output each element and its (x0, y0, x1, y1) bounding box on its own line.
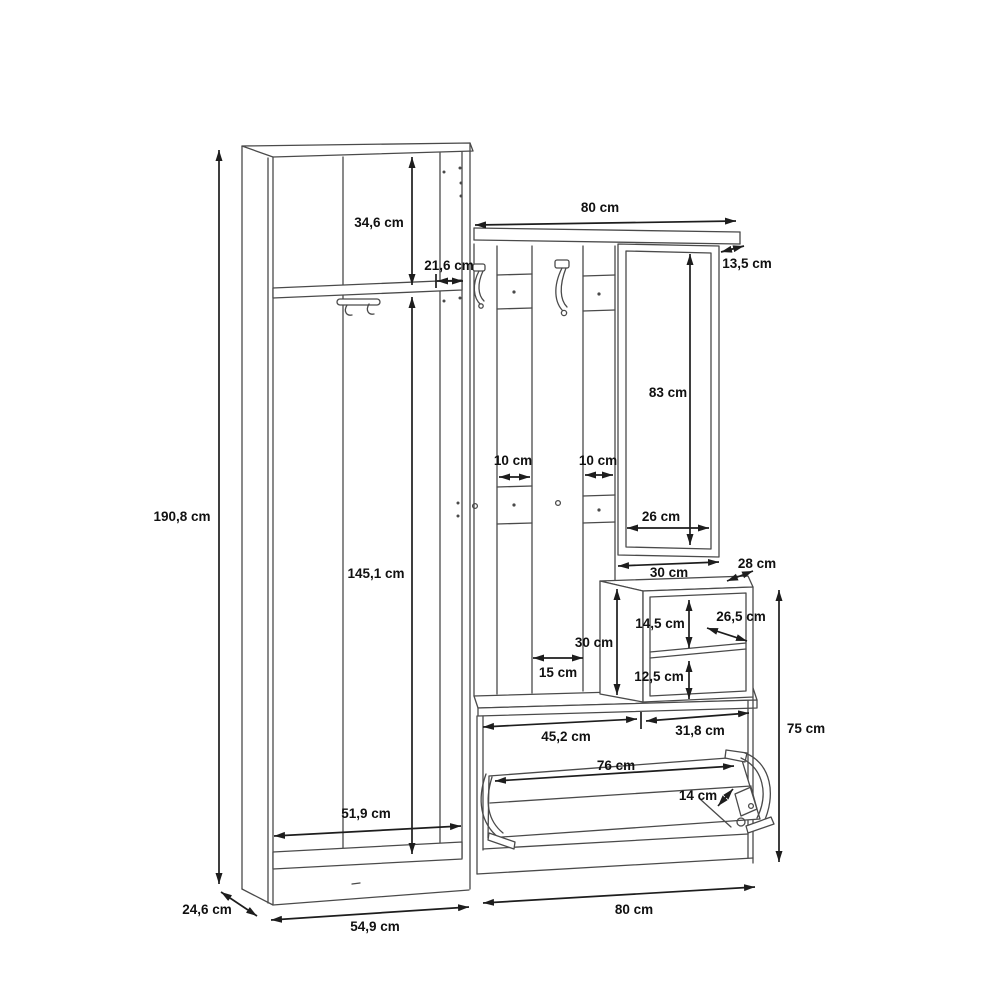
dim-label-shelf-unit-inner-depth: 26,5 cm (716, 609, 766, 624)
dim-label-flap-width: 76 cm (597, 758, 635, 773)
dim-arrow-inner-width (273, 823, 462, 839)
dim-label-inner-width: 51,9 cm (341, 806, 391, 821)
dim-label-slat-left: 10 cm (494, 453, 532, 468)
dim-label-shelf-unit-lower: 12,5 cm (634, 669, 684, 684)
dim-arrow-bench-left (482, 716, 638, 730)
dim-arrow-shelf-unit-depth (726, 570, 754, 582)
dim-label-shoe-cabinet-width: 80 cm (615, 902, 653, 917)
dim-arrow-flap-width (494, 763, 735, 784)
dim-label-shelf-unit-depth: 28 cm (738, 556, 776, 571)
dim-label-bench-left: 45,2 cm (541, 729, 591, 744)
wardrobe-shelf (272, 279, 463, 299)
dim-arrow-mirror-outer-width (617, 558, 720, 570)
dim-label-top-shelf-depth: 21,6 cm (424, 258, 474, 273)
dim-arrow-bench-right (645, 710, 750, 724)
dim-arrow-depth (220, 891, 258, 917)
dim-arrow-shelf-unit-inner-depth (706, 627, 748, 642)
dim-arrow-shoe-cabinet-width (482, 884, 756, 906)
dim-label-shelf-unit-upper: 14,5 cm (635, 616, 685, 631)
hook-screw-left (471, 502, 479, 510)
dim-arrow-panel-shelf-depth (720, 245, 745, 253)
dim-label-top-compartment: 34,6 cm (354, 215, 404, 230)
clothes-rail (336, 298, 381, 316)
dim-label-lower-section-height: 75 cm (787, 721, 825, 736)
dim-label-stile-width: 15 cm (539, 665, 577, 680)
panel-top-shelf (473, 227, 741, 245)
hook-screw-right (554, 499, 562, 507)
dim-label-shelf-unit-height: 30 cm (575, 635, 613, 650)
shoe-cabinet (476, 696, 775, 875)
dim-arrow-wardrobe-width (270, 904, 470, 923)
shelf-unit-middle-shelf (649, 642, 747, 659)
coat-hook-left (472, 263, 486, 309)
dim-label-bench-right: 31,8 cm (675, 723, 725, 738)
flap-bracket-left (480, 773, 500, 839)
coat-hook-right (554, 259, 570, 317)
dim-label-wardrobe-width: 54,9 cm (350, 919, 400, 934)
dim-label-mirror-inner-width: 26 cm (642, 509, 680, 524)
shelf-pin-holes (442, 166, 463, 518)
dim-label-panel-width: 80 cm (581, 200, 619, 215)
shoe-cabinet-bottom (476, 857, 754, 875)
dim-label-hanging-space: 145,1 cm (347, 566, 404, 581)
panel-slat-left (496, 245, 533, 695)
dim-label-mirror-height: 83 cm (649, 385, 687, 400)
dim-label-panel-shelf-depth: 13,5 cm (722, 256, 772, 271)
dim-label-overall-height: 190,8 cm (153, 509, 210, 524)
wardrobe-top-face (241, 142, 474, 158)
coat-panel (471, 227, 741, 697)
dim-label-flap-depth: 14 cm (679, 788, 717, 803)
dim-arrow-panel-width (474, 217, 737, 229)
wardrobe-base-shelf (272, 841, 463, 870)
dimension-labels: 190,8 cm 34,6 cm 21,6 cm 145,1 cm 51,9 c… (153, 200, 825, 934)
dim-label-slat-right: 10 cm (579, 453, 617, 468)
dimension-arrows (215, 150, 783, 923)
shelf-unit (599, 575, 754, 703)
dim-label-depth: 24,6 cm (182, 902, 232, 917)
dim-label-mirror-outer-width: 30 cm (650, 565, 688, 580)
flap-bracket-right (744, 752, 771, 825)
dim-arrow-flap-depth (717, 788, 734, 807)
wardrobe-bottom-edge (272, 889, 470, 906)
